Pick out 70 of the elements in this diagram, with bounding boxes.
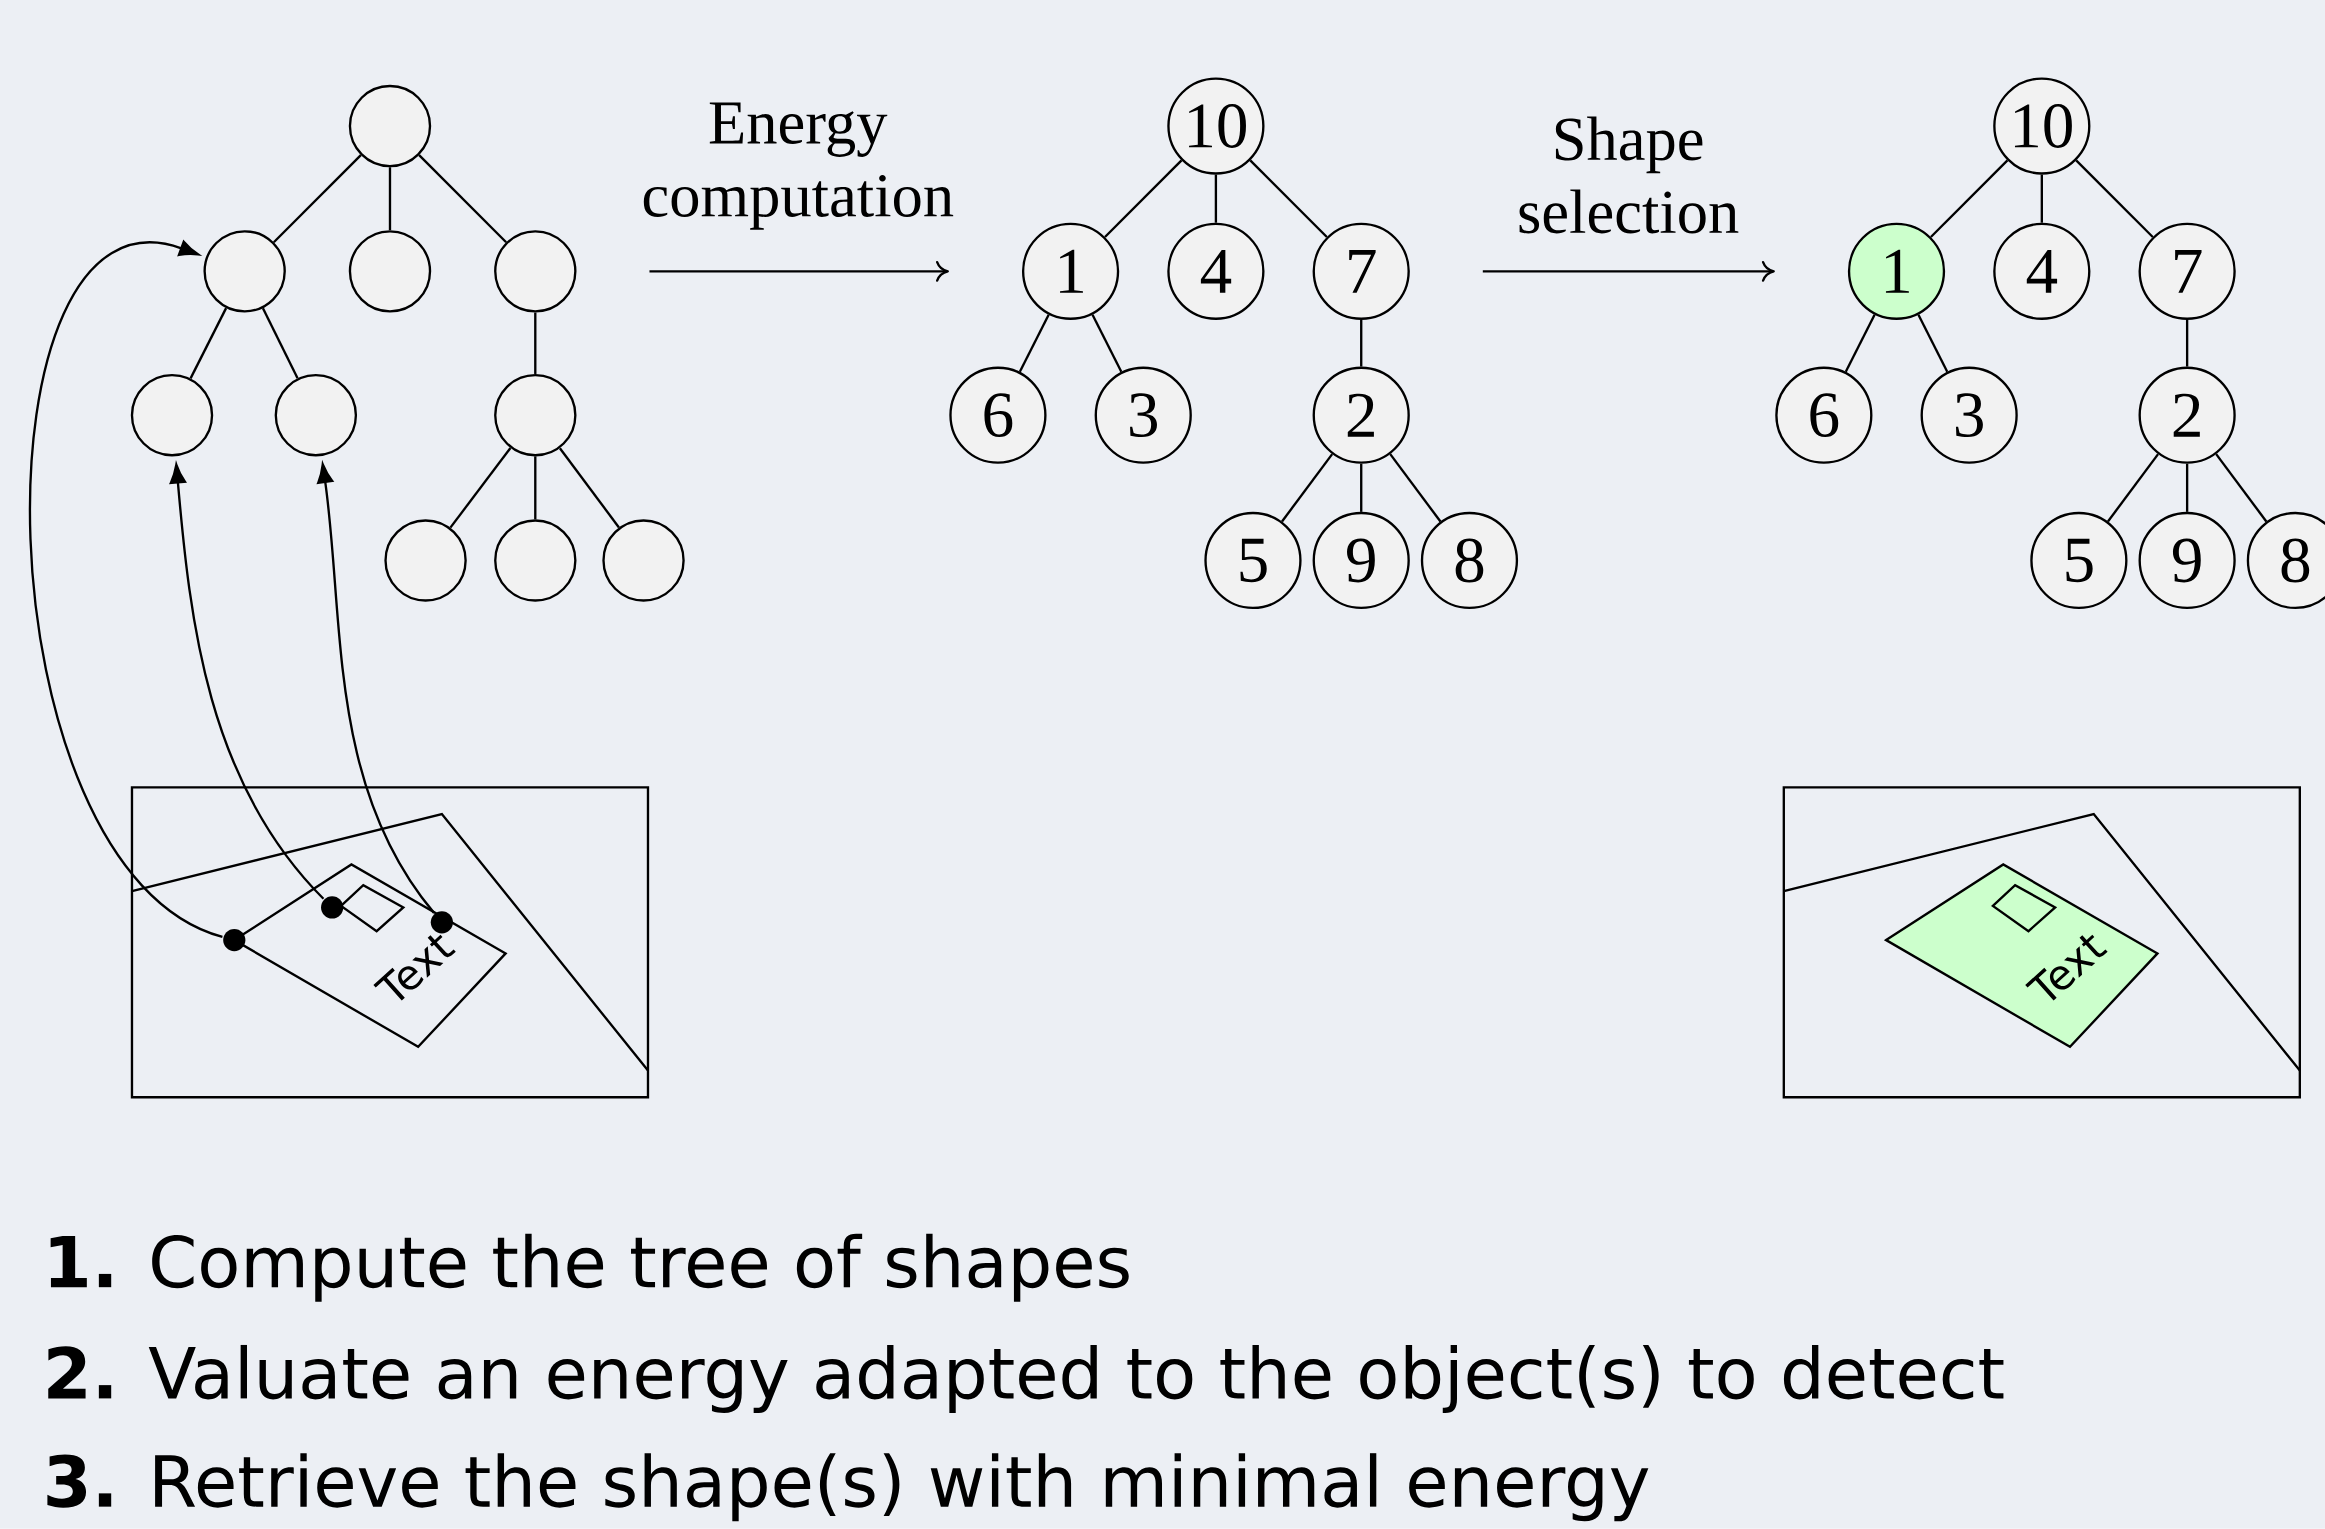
- tree-node: 5: [1204, 512, 1302, 610]
- anchor-dot: [223, 929, 246, 952]
- tree-node: 9: [2138, 512, 2236, 610]
- tree-node: 10: [1167, 77, 1265, 175]
- step-label: Shape selection: [1519, 116, 1739, 234]
- anchor-dot: [430, 911, 453, 934]
- tree-line: [2215, 453, 2268, 523]
- tree-node: [274, 374, 358, 457]
- tree-node: 6: [949, 366, 1047, 464]
- tree-node: [348, 230, 432, 313]
- curved-arrow: [169, 463, 325, 900]
- tree-node: [494, 230, 577, 313]
- tree-line: [1018, 314, 1050, 373]
- tree-node: [602, 519, 685, 602]
- tree-line: [2185, 463, 2189, 512]
- tree-node: 10: [1993, 77, 2091, 175]
- sign-text: Text: [2025, 934, 2108, 1001]
- tree-node: 1: [1021, 222, 1120, 321]
- tree-line: [534, 312, 537, 375]
- tree-line: [534, 456, 537, 520]
- tree-line: [2107, 453, 2160, 523]
- step-text: 1. Compute the tree of shapes: [50, 1233, 1129, 1302]
- tree-line: [1389, 453, 1442, 523]
- tree-node: 2: [1312, 366, 1410, 464]
- tree-node: [130, 374, 214, 457]
- tree-line: [1360, 320, 1363, 367]
- tree-line: [449, 447, 512, 529]
- tree-line: [1214, 174, 1218, 223]
- step-text: 2. Valuate an energy adapted to the object(s) to detect: [48, 1345, 2004, 1414]
- tree-node: 1: [1847, 222, 1946, 321]
- tree-node: [203, 230, 286, 313]
- curved-arrow: [317, 463, 435, 914]
- tree-line: [418, 154, 507, 244]
- sign-text: Text: [373, 934, 456, 1001]
- tree-line: [1249, 159, 1328, 238]
- tree-line: [2040, 174, 2043, 223]
- tree-node: 7: [1312, 222, 1410, 321]
- tree-node: 8: [2246, 512, 2325, 610]
- tree-line: [1360, 463, 1363, 512]
- tree-node: 5: [2030, 512, 2128, 610]
- tree-line: [1104, 159, 1183, 238]
- tree-node: 4: [1993, 222, 2091, 321]
- tree-line: [1917, 314, 1949, 373]
- tree-line: [1091, 314, 1123, 373]
- tree-line: [272, 154, 362, 244]
- tree-line: [2185, 320, 2189, 367]
- tree-line: [1930, 159, 2009, 238]
- tree-line: [2075, 159, 2154, 238]
- tree-node: 3: [1094, 366, 1192, 464]
- tree-node: 6: [1775, 366, 1873, 464]
- tree-node: [494, 519, 577, 602]
- tree-node: 9: [1312, 512, 1410, 610]
- tree-line: [1281, 453, 1334, 523]
- tree-line: [388, 167, 392, 231]
- tree-node: [348, 84, 432, 168]
- tree-node: 7: [2138, 222, 2236, 321]
- tree-line: [558, 447, 620, 529]
- tree-node: [384, 519, 467, 602]
- tree-node: 8: [1420, 512, 1519, 610]
- tree-node: 3: [1920, 366, 2018, 464]
- step-label: Energy computation: [643, 102, 954, 230]
- tree-node: [494, 374, 577, 457]
- tree-line: [189, 307, 228, 380]
- tree-node: 2: [2138, 366, 2236, 464]
- tree-line: [1844, 314, 1876, 373]
- tree-node: 4: [1167, 222, 1265, 321]
- tree-line: [261, 307, 299, 379]
- anchor-dot: [321, 896, 344, 919]
- curved-arrow: [29, 240, 223, 939]
- step-text: 3. Retrieve the shape(s) with minimal energy: [47, 1453, 1649, 1522]
